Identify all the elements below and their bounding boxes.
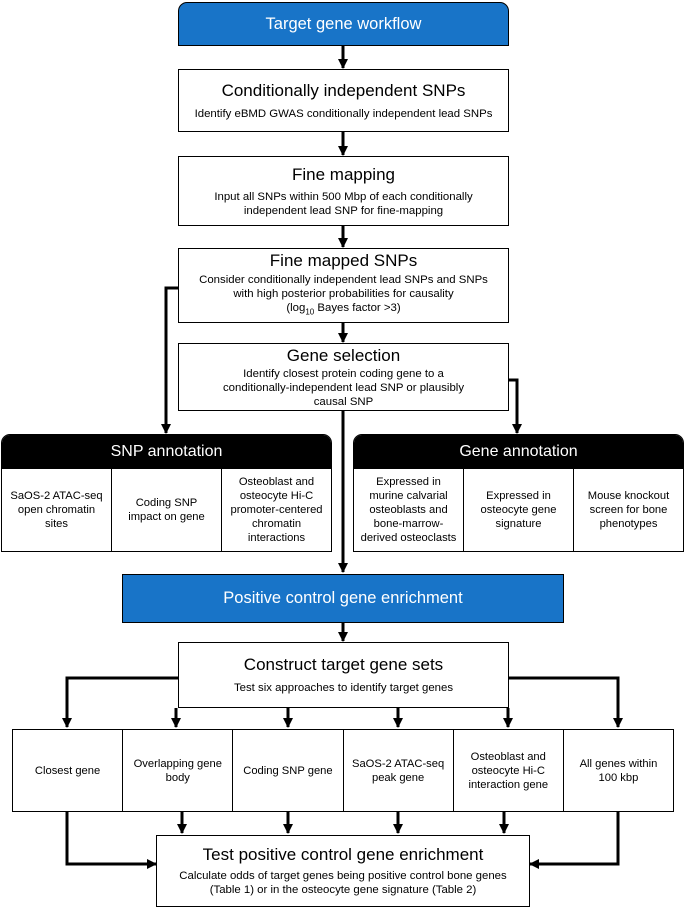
test-enrichment-box: Test positive control gene enrichment Ca… bbox=[156, 835, 530, 907]
arrow-all-genes-to-test bbox=[528, 812, 620, 870]
cell-line: SaOS-2 ATAC-seq bbox=[351, 757, 445, 770]
fine-mapped-line3-pre: (log bbox=[286, 302, 306, 315]
construct-gene-sets-title: Construct target gene sets bbox=[243, 655, 444, 674]
gene-annotation-cell-murine: Expressed in murine calvarial osteoblast… bbox=[354, 469, 463, 551]
cell-line: murine calvarial bbox=[369, 490, 448, 502]
approach-hic-interaction-gene: Osteoblast and osteocyte Hi-C interactio… bbox=[452, 730, 563, 811]
cell-line: Mouse knockout bbox=[587, 490, 670, 502]
arrow-geneselection-to-gene-annotation bbox=[509, 378, 523, 435]
cell-line: osteoblasts and bbox=[369, 504, 448, 516]
cell-line: osteocyte Hi-C bbox=[471, 764, 545, 777]
cell-line: Expressed in bbox=[376, 476, 441, 488]
cell-line: interactions bbox=[247, 532, 306, 544]
gene-annotation-group: Gene annotation Expressed in murine calv… bbox=[353, 434, 684, 552]
approach-all-genes-100kbp: All genes within 100 kbp bbox=[562, 730, 673, 811]
fine-mapped-line2: with high posterior probabilities for ca… bbox=[233, 288, 454, 301]
fine-mapped-line3-post: Bayes factor >3) bbox=[314, 302, 401, 315]
gene-selection-line3: causal SNP bbox=[313, 395, 374, 408]
cell-line: 100 kbp bbox=[598, 771, 639, 784]
snp-annotation-group: SNP annotation SaOS-2 ATAC-seq open chro… bbox=[1, 434, 332, 552]
arrow-finemapped-to-snp-annotation bbox=[160, 286, 178, 435]
fine-mapped-snps-box: Fine mapped SNPs Consider conditionally … bbox=[178, 248, 509, 323]
cell-line: Overlapping gene bbox=[133, 757, 222, 770]
snp-annotation-cell-atac: SaOS-2 ATAC-seq open chromatin sites bbox=[2, 469, 111, 551]
arrow-construct-to-closest-gene bbox=[61, 676, 178, 729]
cell-line: phenotypes bbox=[599, 518, 658, 530]
approaches-row: Closest gene Overlapping gene body Codin… bbox=[12, 729, 674, 812]
cell-line: signature bbox=[495, 518, 542, 530]
conditional-snps-box: Conditionally independent SNPs Identify … bbox=[178, 69, 509, 132]
cell-line: derived osteoclasts bbox=[360, 532, 457, 544]
fine-mapped-snps-title: Fine mapped SNPs bbox=[269, 251, 418, 271]
cell-line: Osteoblast and bbox=[238, 476, 315, 488]
enrichment-title: Positive control gene enrichment bbox=[223, 589, 463, 607]
test-enrichment-line1: Calculate odds of target genes being pos… bbox=[179, 870, 507, 882]
gene-annotation-cells: Expressed in murine calvarial osteoblast… bbox=[354, 469, 683, 551]
gene-annotation-cell-knockout: Mouse knockout screen for bone phenotype… bbox=[573, 469, 683, 551]
gene-annotation-cell-osteocyte: Expressed in osteocyte gene signature bbox=[463, 469, 573, 551]
cell-line: promoter-centered bbox=[230, 504, 323, 516]
cell-line: Osteoblast and bbox=[470, 750, 546, 763]
cell-line: bone-marrow- bbox=[373, 518, 444, 530]
cell-line: Coding SNP gene bbox=[243, 764, 333, 777]
snp-annotation-cell-coding: Coding SNP impact on gene bbox=[111, 469, 221, 551]
approaches-cells: Closest gene Overlapping gene body Codin… bbox=[13, 730, 673, 811]
arrow-closest-gene-to-test bbox=[65, 812, 158, 870]
cell-line: sites bbox=[44, 518, 68, 530]
workflow-title-box: Target gene workflow bbox=[178, 2, 509, 46]
cell-line: screen for bone bbox=[589, 504, 668, 516]
enrichment-title-box: Positive control gene enrichment bbox=[122, 574, 564, 623]
fine-mapped-line3: (log10 Bayes factor >3) bbox=[286, 301, 400, 319]
approach-closest-gene: Closest gene bbox=[13, 730, 122, 811]
cell-line: SaOS-2 ATAC-seq bbox=[10, 490, 103, 502]
construct-gene-sets-text: Test six approaches to identify target g… bbox=[233, 682, 454, 694]
cell-line: Closest gene bbox=[34, 764, 101, 777]
snp-annotation-cells: SaOS-2 ATAC-seq open chromatin sites Cod… bbox=[2, 469, 331, 551]
fine-mapped-line1: Consider conditionally independent lead … bbox=[199, 274, 488, 287]
cell-line: body bbox=[165, 771, 190, 784]
approach-coding-snp-gene: Coding SNP gene bbox=[232, 730, 342, 811]
conditional-snps-title: Conditionally independent SNPs bbox=[221, 80, 466, 100]
cell-line: osteocyte Hi-C bbox=[239, 490, 314, 502]
test-enrichment-line2: (Table 1) or in the osteocyte gene signa… bbox=[209, 884, 477, 896]
cell-line: chromatin bbox=[251, 518, 302, 530]
cell-line: osteocyte gene bbox=[480, 504, 557, 516]
conditional-snps-text: Identify eBMD GWAS conditionally indepen… bbox=[194, 107, 493, 120]
construct-gene-sets-box: Construct target gene sets Test six appr… bbox=[178, 642, 509, 708]
cell-line: All genes within bbox=[579, 757, 658, 770]
gene-selection-line1: Identify closest protein coding gene to … bbox=[243, 367, 444, 380]
cell-line: impact on gene bbox=[128, 511, 205, 523]
gene-selection-title: Gene selection bbox=[286, 345, 401, 365]
fine-mapping-title: Fine mapping bbox=[291, 164, 395, 184]
fine-mapped-line3-sub: 10 bbox=[305, 307, 315, 317]
gene-selection-line2: conditionally-independent lead SNP or pl… bbox=[222, 381, 465, 394]
test-enrichment-title: Test positive control gene enrichment bbox=[202, 845, 484, 864]
cell-line: peak gene bbox=[371, 771, 425, 784]
cell-line: Expressed in bbox=[486, 490, 551, 502]
cell-line: Coding SNP bbox=[135, 497, 198, 509]
workflow-title: Target gene workflow bbox=[265, 14, 422, 33]
gene-selection-box: Gene selection Identify closest protein … bbox=[178, 343, 509, 411]
fine-mapping-line2: independent lead SNP for fine-mapping bbox=[243, 204, 444, 217]
fine-mapping-box: Fine mapping Input all SNPs within 500 M… bbox=[178, 156, 509, 226]
cell-line: interaction gene bbox=[468, 778, 549, 791]
gene-annotation-title: Gene annotation bbox=[354, 435, 683, 469]
approach-atac-peak-gene: SaOS-2 ATAC-seq peak gene bbox=[342, 730, 453, 811]
arrow-construct-to-all-genes bbox=[509, 676, 624, 729]
snp-annotation-title: SNP annotation bbox=[2, 435, 331, 469]
fine-mapping-line1: Input all SNPs within 500 Mbp of each co… bbox=[214, 190, 473, 203]
snp-annotation-cell-hic: Osteoblast and osteocyte Hi-C promoter-c… bbox=[221, 469, 331, 551]
approach-overlapping-gene-body: Overlapping gene body bbox=[122, 730, 232, 811]
cell-line: open chromatin bbox=[17, 504, 96, 516]
